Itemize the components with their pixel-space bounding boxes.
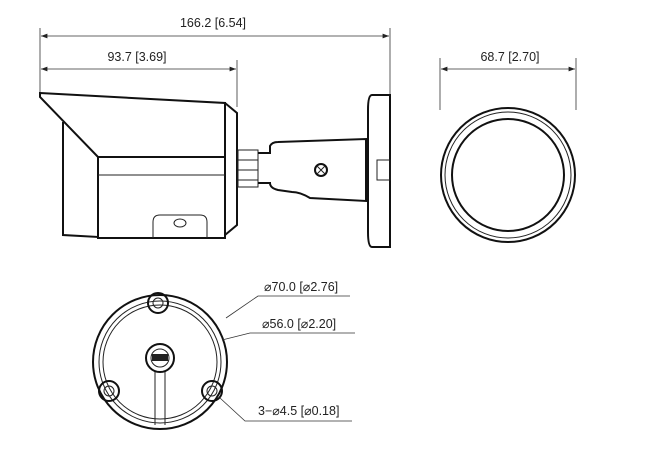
base-plate: [367, 94, 391, 248]
base-plate-notch: [376, 159, 391, 181]
inner-ring: [451, 118, 565, 232]
hole-circle-label: ⌀56.0 [⌀2.20]: [262, 317, 336, 331]
camera-front-view: [440, 107, 576, 243]
outer-ring: [440, 107, 576, 243]
mounting-holes-label: 3−⌀4.5 [⌀0.18]: [258, 404, 339, 418]
base-ring: [102, 304, 218, 420]
body-length-dimension: 93.7 [3.69]: [41, 50, 238, 107]
bottom-tab: [152, 214, 208, 238]
base-dimension-callouts: ⌀70.0 [⌀2.76] ⌀56.0 [⌀2.20] 3−⌀4.5 [⌀0.1…: [219, 280, 355, 422]
overall-length-label: 166.2 [6.54]: [180, 16, 246, 30]
leader-line: [221, 332, 355, 341]
mount-arm: [258, 137, 367, 203]
cable-hub-inner: [150, 348, 170, 368]
cable-hub: [145, 343, 175, 373]
front-diameter-dimension: 68.7 [2.70]: [439, 50, 577, 110]
overall-length-dimension: 166.2 [6.54]: [39, 16, 391, 95]
mount-hole: [201, 380, 223, 402]
camera-side-view: [39, 91, 391, 248]
tab-hole: [173, 218, 187, 228]
leader-line: [219, 397, 352, 422]
base-outer-ring: [92, 294, 228, 430]
screw-icon: [314, 163, 328, 177]
outer-diameter-label: ⌀70.0 [⌀2.76]: [264, 280, 338, 294]
front-diameter-label: 68.7 [2.70]: [480, 50, 539, 64]
sun-hood: [39, 91, 226, 158]
camera-body: [97, 156, 226, 239]
rear-cap: [224, 102, 238, 236]
leader-line: [225, 295, 350, 319]
base-ring: [98, 300, 222, 424]
camera-base-view: [92, 292, 228, 430]
cable-slot: [152, 354, 168, 361]
mount-hole: [98, 380, 120, 402]
body-length-label: 93.7 [3.69]: [107, 50, 166, 64]
middle-ring: [444, 111, 572, 239]
mount-hole: [147, 292, 169, 314]
connector: [237, 149, 259, 188]
